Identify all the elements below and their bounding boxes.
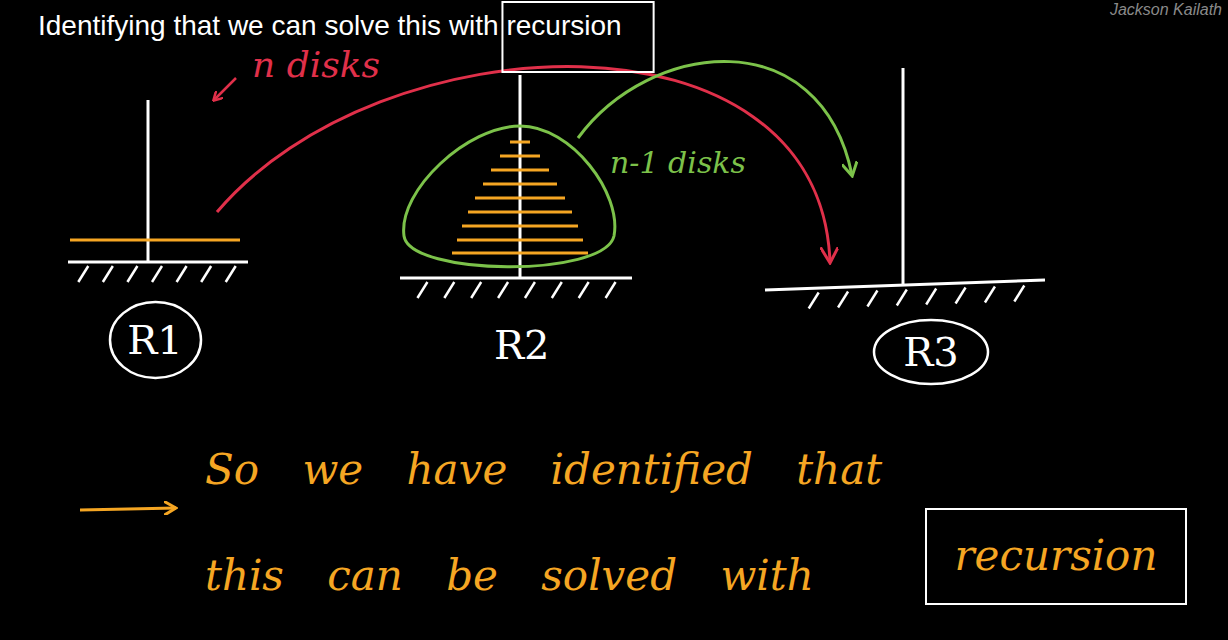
- circle-outline: [110, 302, 201, 378]
- disk: [500, 155, 540, 158]
- group-outline: [404, 126, 615, 267]
- rod-label-circle: R3: [872, 318, 990, 386]
- note-text: So we have identified that: [205, 446, 882, 494]
- rod-label: R2: [494, 322, 550, 368]
- hatch-mark: [1014, 286, 1024, 302]
- disk-stack: [452, 142, 588, 253]
- disk: [452, 252, 588, 255]
- hatch-mark: [897, 290, 907, 306]
- box-outline: [926, 509, 1186, 604]
- disk: [510, 141, 530, 144]
- disk: [468, 211, 572, 214]
- hatch-mark: [579, 282, 589, 298]
- hatch-mark: [867, 291, 877, 307]
- disk: [457, 239, 583, 242]
- disk: [483, 183, 557, 186]
- hatch-mark: [809, 293, 819, 309]
- hatch-mark: [177, 266, 187, 282]
- hatch-mark: [985, 287, 995, 303]
- ground-hatching: [78, 266, 1024, 309]
- node-text: R1: [127, 318, 183, 362]
- hatch-mark: [956, 288, 966, 304]
- disk: [70, 239, 240, 242]
- disk-count-label: n disks: [252, 44, 380, 85]
- hatch-mark: [226, 266, 236, 282]
- rod-label-circle: R1: [108, 300, 203, 380]
- disk-count-label: n-1 disks: [610, 146, 746, 181]
- watermark: Jackson Kailath: [1110, 1, 1222, 19]
- move-arrow: [217, 67, 830, 262]
- rod-base: [400, 277, 632, 280]
- disk: [491, 169, 549, 172]
- rod-base: [765, 280, 1045, 290]
- hatch-mark: [926, 289, 936, 305]
- hatch-mark: [127, 266, 137, 282]
- highlight-box: recursion: [925, 508, 1187, 605]
- circle-outline: [874, 320, 988, 384]
- note-text: this can be solved with: [205, 552, 814, 600]
- disk: [462, 225, 578, 228]
- rod-base: [68, 261, 248, 264]
- rod: [902, 68, 905, 285]
- hatch-mark: [103, 266, 113, 282]
- hatch-mark: [498, 282, 508, 298]
- hatch-mark: [444, 282, 454, 298]
- pointer-arrow: [214, 78, 236, 100]
- hatch-mark: [525, 282, 535, 298]
- hatch-mark: [201, 266, 211, 282]
- hatch-mark: [78, 266, 88, 282]
- disk: [475, 197, 565, 200]
- bullet-arrow: [80, 508, 176, 510]
- rod: [147, 100, 150, 262]
- hatch-mark: [838, 292, 848, 308]
- hatch-mark: [552, 282, 562, 298]
- node-text: R3: [903, 330, 959, 374]
- rod: [519, 75, 522, 278]
- hatch-mark: [417, 282, 427, 298]
- hatch-mark: [606, 282, 616, 298]
- hatch-mark: [152, 266, 162, 282]
- hatch-mark: [471, 282, 481, 298]
- slide-title: Identifying that we can solve this with …: [38, 10, 622, 42]
- node-text: recursion: [955, 533, 1158, 579]
